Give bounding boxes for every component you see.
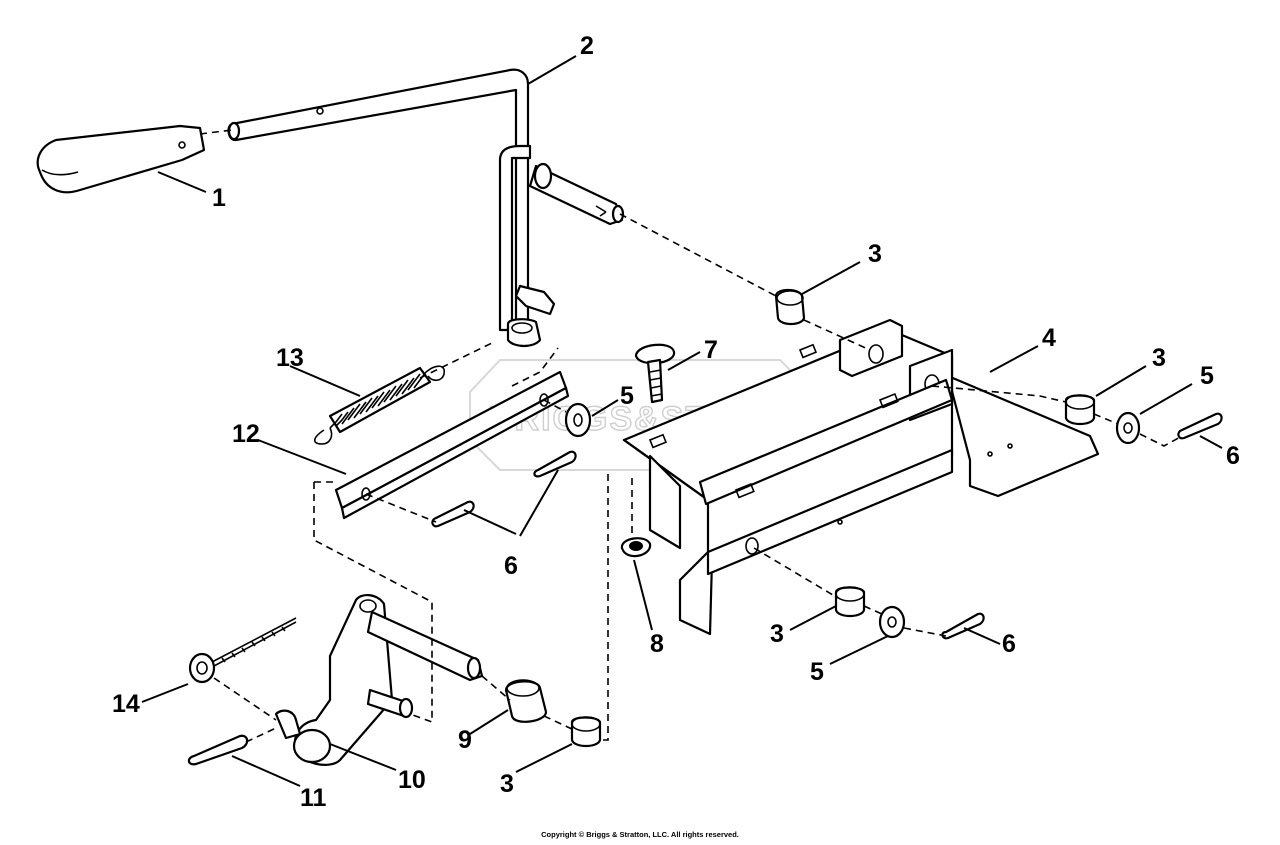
part-10-pivot-arm — [274, 594, 484, 766]
part-14-cable — [188, 617, 297, 684]
callout-8: 8 — [650, 630, 664, 658]
washer-5a — [564, 402, 592, 438]
part-6-cotter-pins — [431, 412, 1223, 640]
callout-4: 4 — [1042, 324, 1056, 352]
callout-6-cotter-bottom: 6 — [1002, 630, 1016, 658]
callout-3-bushing-bottom: 3 — [770, 620, 784, 648]
leader-lines — [141, 55, 1223, 787]
callout-7: 7 — [704, 336, 718, 364]
washer-5c — [878, 605, 906, 639]
alignment-lines — [199, 129, 1183, 743]
callout-12: 12 — [232, 420, 260, 448]
callouts: 1 2 3 4 3 5 6 7 5 13 12 6 8 6 3 5 9 3 10… — [112, 32, 1240, 812]
part-4-bracket — [622, 318, 1100, 636]
cotter-6d — [941, 612, 985, 640]
callout-5-washer-right: 5 — [1200, 362, 1214, 390]
copyright-notice: Copyright © Briggs & Stratton, LLC. All … — [541, 830, 739, 839]
part-9-sleeve — [504, 679, 548, 723]
callout-3-bushing-top: 3 — [868, 240, 882, 268]
part-1-handle-grip — [36, 124, 206, 194]
cotter-6a — [533, 450, 577, 478]
cotter-6c — [1177, 412, 1223, 440]
part-8-nut — [620, 537, 652, 558]
part-11-cotter-pin — [187, 734, 249, 766]
callout-3-bushing-lower: 3 — [500, 770, 514, 798]
callout-9: 9 — [458, 726, 472, 754]
part-7-carriage-bolt — [634, 343, 676, 404]
part-2-lever-rod — [227, 68, 625, 348]
part-13-spring — [313, 365, 446, 445]
callout-1: 1 — [212, 184, 226, 212]
callout-5-washer-bottom: 5 — [810, 658, 824, 686]
callout-5-washer-left: 5 — [620, 382, 634, 410]
callout-11: 11 — [300, 784, 327, 812]
part-5-washers — [564, 402, 1141, 639]
washer-5b — [1115, 411, 1141, 445]
callout-13: 13 — [276, 344, 304, 372]
callout-2: 2 — [580, 32, 594, 60]
bushing-3a — [774, 288, 806, 326]
callout-3-bushing-right: 3 — [1152, 344, 1166, 372]
callout-6-cotter-center: 6 — [504, 552, 518, 580]
part-3-bushings — [570, 288, 1096, 748]
callout-6-cotter-right: 6 — [1226, 442, 1240, 470]
part-12-link-plate — [334, 370, 570, 520]
callout-14: 14 — [112, 690, 140, 718]
callout-10: 10 — [398, 766, 426, 794]
cotter-6b — [431, 500, 475, 528]
